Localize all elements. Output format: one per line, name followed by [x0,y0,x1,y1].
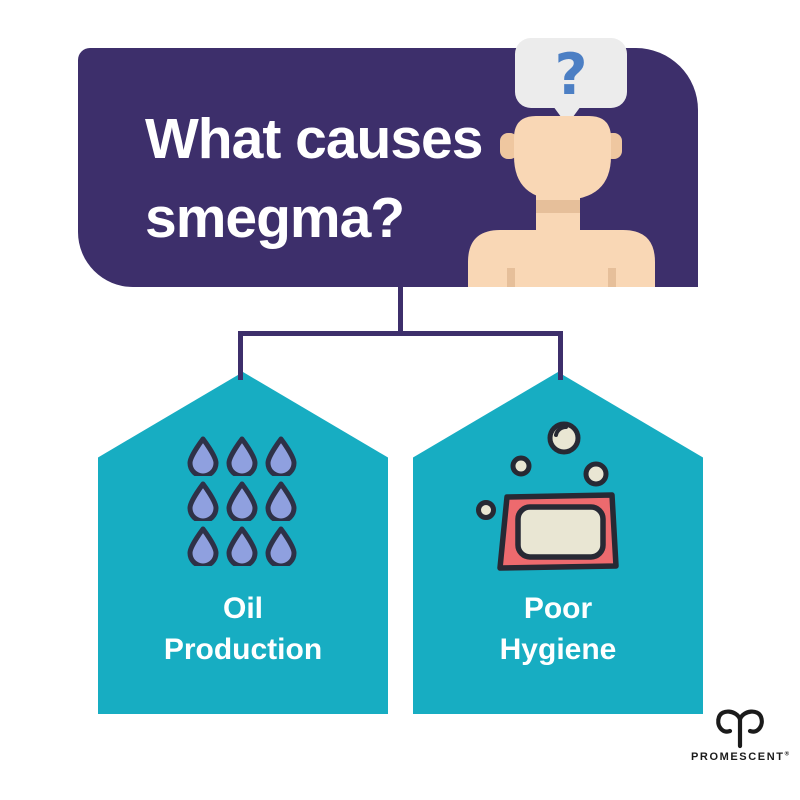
neck-shadow [536,200,580,213]
thought-bubble [515,38,627,108]
soap-bar [515,504,606,560]
cause-label-line: Hygiene [499,633,617,666]
connector-right-drop [558,331,563,380]
person-illustration [468,38,655,287]
connector-stem [398,285,403,336]
promescent-ram-icon [716,709,764,749]
oil-droplet-icon [187,526,219,566]
oil-droplet-icon [265,481,297,521]
cause-label-oil-production: Oil Production [98,588,388,670]
registered-mark: ® [784,751,790,758]
oil-droplet-icon [265,436,297,476]
oil-droplet-icon [265,526,297,566]
ear-left [500,133,518,159]
oil-droplet-icon [187,481,219,521]
cause-box-oil-production: Oil Production [98,372,388,714]
cause-box-poor-hygiene: Poor Hygiene [413,372,703,714]
page-title: What causes smegma? [145,100,545,258]
oil-droplet-icon [226,481,258,521]
connector-left-drop [238,331,243,380]
chest-line-left [507,268,515,287]
page-title-line-2: smegma? [145,186,405,250]
thought-bubble-tail [553,106,581,125]
cause-label-poor-hygiene: Poor Hygiene [413,588,703,670]
brand-logo: PROMESCENT® [688,708,792,763]
chest-line-right [608,268,616,287]
oil-droplet-icon [187,436,219,476]
brand-name: PROMESCENT® [688,751,792,763]
cause-label-line: Production [163,633,323,666]
brand-text: PROMESCENT [690,751,785,763]
soap-bubble-tiny [476,500,496,520]
person-torso [468,230,655,287]
connector-crossbar [238,331,563,336]
person-head [514,116,611,200]
oil-droplet-icon [226,526,258,566]
droplets-icon [186,436,298,566]
soap-bubble-small [583,461,609,487]
soap-bubbles-icon [476,421,619,571]
oil-droplet-icon [226,436,258,476]
cause-label-line: Oil [222,592,263,625]
soap-bubble-glint [554,425,568,437]
soap-bubble-small [510,455,532,477]
cause-label-line: Poor [523,592,593,625]
question-mark: ? [554,42,588,108]
page-title-line-1: What causes [145,107,483,171]
